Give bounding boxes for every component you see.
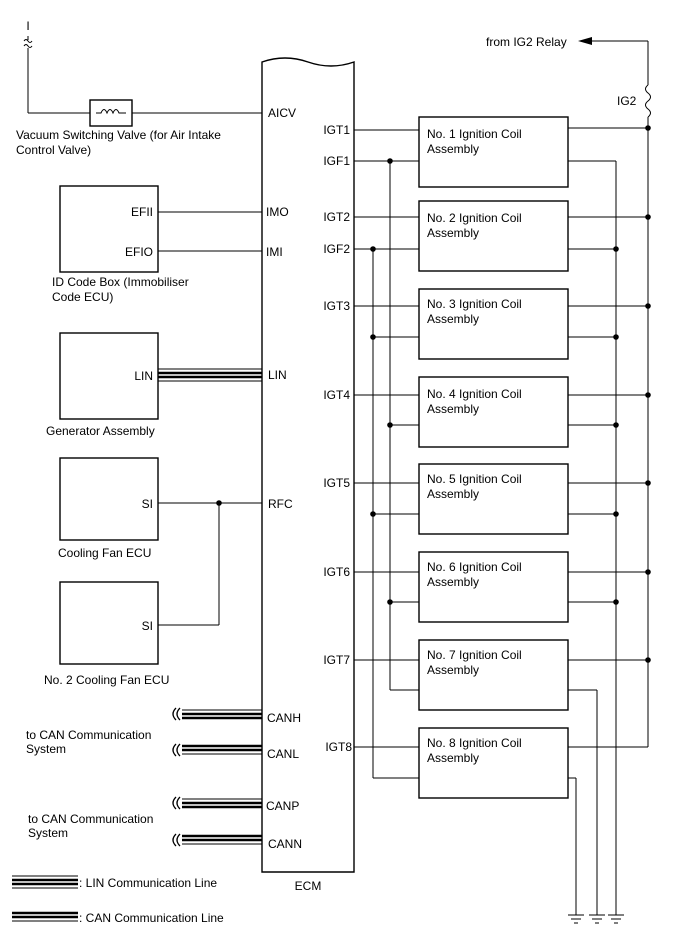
can1-label-line1: to CAN Communication [26, 728, 151, 742]
ac-symbol-icon [23, 39, 33, 48]
ecm-label: ECM [295, 879, 322, 893]
ecm-pin-igt8: IGT8 [325, 740, 352, 754]
can-bus-wire-canl [172, 743, 262, 757]
ecm-pin-canl: CANL [267, 747, 299, 761]
cooling-fan-2-label: No. 2 Cooling Fan ECU [44, 673, 169, 687]
svg-text:Assembly: Assembly [427, 575, 479, 589]
lin-bus-wire [158, 368, 262, 382]
ignition-coil-8: No. 8 Ignition Coil Assembly [418, 727, 569, 799]
svg-text:Assembly: Assembly [427, 226, 479, 240]
can2-label-line2: System [28, 826, 68, 840]
ecm-pin-igt1: IGT1 [323, 123, 350, 137]
ecm-pin-igt5: IGT5 [323, 476, 350, 490]
id-code-label-line1: ID Code Box (Immobiliser [52, 275, 189, 289]
ecm-pin-rfc: RFC [268, 497, 293, 511]
svg-text:No. 3 Ignition Coil: No. 3 Ignition Coil [427, 297, 522, 311]
svg-text:Assembly: Assembly [427, 312, 479, 326]
id-code-box [59, 185, 159, 273]
generator-box [59, 332, 159, 420]
ecm-pin-aicv: AICV [268, 106, 296, 120]
svg-text:Assembly: Assembly [427, 402, 479, 416]
vsv-label-line2: Control Valve) [16, 143, 91, 157]
legend-lin-line-icon [12, 875, 78, 889]
ecm-pin-imi: IMI [266, 245, 283, 259]
svg-text:No. 8 Ignition Coil: No. 8 Ignition Coil [427, 736, 522, 750]
svg-text:Assembly: Assembly [427, 487, 479, 501]
ig2-fuse-label: IG2 [617, 94, 637, 108]
can1-label-line2: System [26, 742, 66, 756]
legend-lin-label: : LIN Communication Line [79, 876, 217, 890]
svg-text:Assembly: Assembly [427, 751, 479, 765]
cooling-fan-2-ecu-box [59, 581, 159, 665]
ecm-pin-canh: CANH [267, 711, 301, 725]
ecm-pin-igt2: IGT2 [323, 210, 350, 224]
ecm-pin-igf2: IGF2 [323, 242, 350, 256]
ignition-coil-4: No. 4 Ignition Coil Assembly [418, 376, 569, 448]
svg-text:No. 4 Ignition Coil: No. 4 Ignition Coil [427, 387, 522, 401]
ground-icon [589, 914, 605, 924]
legend-can-line-icon [12, 911, 78, 922]
ground-icon [608, 914, 624, 924]
cooling-fan-pin-si: SI [142, 497, 153, 511]
ecm-pin-igt3: IGT3 [323, 299, 350, 313]
ecm-pin-igt6: IGT6 [323, 565, 350, 579]
junction-dots [370, 125, 651, 663]
ignition-coil-5: No. 5 Ignition Coil Assembly [418, 463, 569, 535]
ig2-relay-label: from IG2 Relay [486, 35, 567, 49]
generator-label: Generator Assembly [46, 424, 155, 438]
cooling-fan-2-pin-si: SI [142, 619, 153, 633]
svg-text:Assembly: Assembly [427, 663, 479, 677]
vsv-label-line1: Vacuum Switching Valve (for Air Intake [16, 128, 221, 142]
ground-icon [568, 914, 584, 924]
svg-text:No. 7 Ignition Coil: No. 7 Ignition Coil [427, 648, 522, 662]
ignition-coil-6: No. 6 Ignition Coil Assembly [418, 551, 569, 623]
can2-label-line1: to CAN Communication [28, 812, 153, 826]
ig2-fuse [645, 84, 651, 118]
ecm-pin-igt4: IGT4 [323, 388, 350, 402]
coil-wiring [354, 127, 648, 915]
ecm-pin-cann: CANN [268, 837, 302, 851]
svg-text:No. 1 Ignition Coil: No. 1 Ignition Coil [427, 127, 522, 141]
can-bus-wire-cann [172, 833, 262, 847]
junction-dot [216, 500, 222, 506]
ecm-pin-canp: CANP [266, 799, 299, 813]
ecm-pin-igt7: IGT7 [323, 653, 350, 667]
ecm-box [261, 57, 355, 873]
legend-can-label: : CAN Communication Line [79, 911, 224, 925]
svg-text:No. 6 Ignition Coil: No. 6 Ignition Coil [427, 560, 522, 574]
ecm-pin-imo: IMO [266, 205, 289, 219]
id-code-pin-efio: EFIO [125, 245, 153, 259]
ignition-coil-3: No. 3 Ignition Coil Assembly [418, 288, 569, 360]
svg-text:No. 5 Ignition Coil: No. 5 Ignition Coil [427, 472, 522, 486]
can-bus-wire-canh [172, 707, 262, 721]
cooling-fan-label: Cooling Fan ECU [58, 546, 151, 560]
cooling-fan-ecu-box [59, 457, 159, 541]
generator-pin-lin: LIN [134, 369, 153, 383]
arrow-icon [578, 37, 592, 45]
svg-text:Assembly: Assembly [427, 142, 479, 156]
id-code-pin-efii: EFII [131, 205, 153, 219]
can-bus-wire-canp [172, 796, 262, 810]
ignition-coil-1: No. 1 Ignition Coil Assembly [418, 116, 569, 188]
svg-text:No. 2 Ignition Coil: No. 2 Ignition Coil [427, 211, 522, 225]
power-source-label: I [26, 19, 29, 33]
ecm-pin-igf1: IGF1 [323, 154, 350, 168]
ecm-pin-lin: LIN [268, 368, 287, 382]
ignition-coil-7: No. 7 Ignition Coil Assembly [418, 639, 569, 711]
ignition-coil-2: No. 2 Ignition Coil Assembly [418, 200, 569, 272]
vacuum-switching-valve [89, 99, 133, 127]
id-code-label-line2: Code ECU) [52, 290, 113, 304]
